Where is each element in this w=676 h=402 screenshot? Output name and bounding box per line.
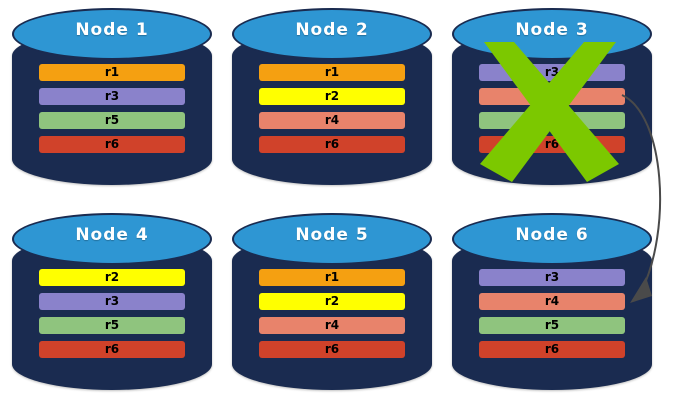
node-1[interactable]: Node 1 r1 r3 r5 r6 (12, 8, 212, 185)
node-2[interactable]: Node 2 r1 r2 r4 r6 (232, 8, 432, 185)
replica-list: r3 r4 r5 r6 (479, 64, 625, 153)
replica-list: r2 r3 r5 r6 (39, 269, 185, 358)
node-title: Node 4 (75, 225, 149, 245)
replica-bar[interactable]: r5 (479, 317, 625, 334)
replica-bar[interactable]: r2 (259, 88, 405, 105)
replica-bar[interactable]: r6 (259, 136, 405, 153)
replica-bar[interactable]: r4 (479, 88, 625, 105)
replica-bar[interactable]: r4 (479, 293, 625, 310)
replica-list: r1 r3 r5 r6 (39, 64, 185, 153)
node-3[interactable]: Node 3 r3 r4 r5 r6 (452, 8, 652, 185)
replica-bar[interactable]: r3 (479, 269, 625, 286)
node-title: Node 5 (295, 225, 369, 245)
node-title: Node 3 (515, 20, 589, 40)
cylinder-top-ellipse (12, 213, 212, 265)
replica-bar[interactable]: r6 (39, 341, 185, 358)
replica-bar[interactable]: r5 (479, 112, 625, 129)
cylinder-top-ellipse (12, 8, 212, 60)
cylinder-top-ellipse (232, 8, 432, 60)
cylinder-top-ellipse (232, 213, 432, 265)
replica-list: r1 r2 r4 r6 (259, 64, 405, 153)
replica-bar[interactable]: r3 (39, 293, 185, 310)
node-5[interactable]: Node 5 r1 r2 r4 r6 (232, 213, 432, 390)
replica-list: r3 r4 r5 r6 (479, 269, 625, 358)
node-title: Node 1 (75, 20, 149, 40)
replica-bar[interactable]: r3 (39, 88, 185, 105)
replica-bar[interactable]: r6 (39, 136, 185, 153)
node-4[interactable]: Node 4 r2 r3 r5 r6 (12, 213, 212, 390)
node-title: Node 6 (515, 225, 589, 245)
node-title: Node 2 (295, 20, 369, 40)
replica-bar[interactable]: r1 (259, 269, 405, 286)
node-6[interactable]: Node 6 r3 r4 r5 r6 (452, 213, 652, 390)
cylinder-top-ellipse (452, 213, 652, 265)
replica-bar[interactable]: r6 (479, 341, 625, 358)
replica-bar[interactable]: r1 (39, 64, 185, 81)
replica-bar[interactable]: r2 (259, 293, 405, 310)
replica-bar[interactable]: r2 (39, 269, 185, 286)
replica-bar[interactable]: r3 (479, 64, 625, 81)
replica-bar[interactable]: r6 (479, 136, 625, 153)
replica-bar[interactable]: r6 (259, 341, 405, 358)
replica-bar[interactable]: r4 (259, 317, 405, 334)
replica-bar[interactable]: r5 (39, 112, 185, 129)
replica-list: r1 r2 r4 r6 (259, 269, 405, 358)
replica-bar[interactable]: r1 (259, 64, 405, 81)
replica-bar[interactable]: r5 (39, 317, 185, 334)
replica-bar[interactable]: r4 (259, 112, 405, 129)
